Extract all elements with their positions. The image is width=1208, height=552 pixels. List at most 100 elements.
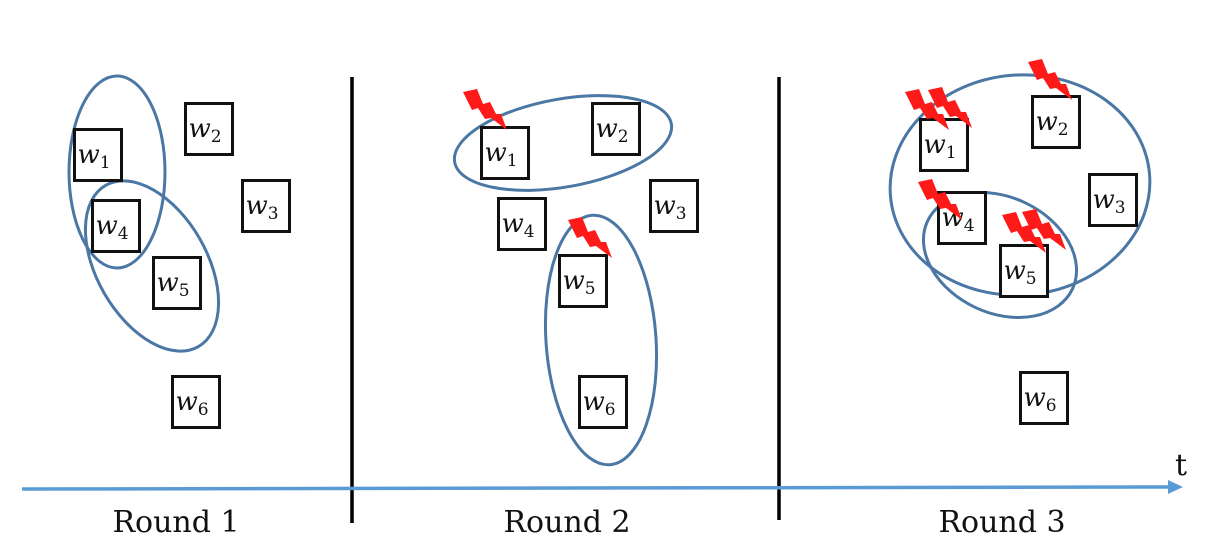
worker-label-base: w	[95, 211, 117, 241]
worker-label: w3	[653, 191, 686, 224]
worker-node-w6: w6	[171, 375, 221, 429]
worker-label-base: w	[1003, 256, 1025, 286]
worker-label: w3	[1092, 185, 1125, 218]
group-ellipse	[921, 191, 1079, 319]
worker-node-w2: w2	[1031, 95, 1081, 149]
worker-node-w5: w5	[558, 254, 608, 308]
worker-box	[91, 199, 141, 253]
worker-label-base: w	[188, 114, 210, 144]
worker-label-subscript: 2	[1058, 120, 1069, 140]
worker-box	[241, 179, 291, 233]
worker-label: w6	[582, 387, 615, 420]
worker-label-base: w	[156, 268, 178, 298]
worker-label-base: w	[245, 191, 267, 221]
worker-label: w5	[156, 268, 189, 301]
worker-label: w1	[77, 140, 110, 173]
worker-box	[1088, 173, 1138, 227]
worker-label-subscript: 5	[1026, 269, 1037, 289]
round-label-2: Round 2	[503, 505, 630, 540]
worker-label-subscript: 4	[964, 216, 975, 236]
attack-bolt-icon	[1028, 59, 1072, 100]
worker-node-w3: w3	[649, 179, 699, 233]
worker-label-subscript: 6	[198, 400, 209, 420]
worker-label-base: w	[595, 114, 617, 144]
worker-label-subscript: 6	[605, 400, 616, 420]
worker-label: w5	[562, 266, 595, 299]
worker-label-subscript: 4	[524, 222, 535, 242]
worker-node-w1: w1	[73, 128, 123, 182]
worker-label: w4	[501, 209, 534, 242]
worker-node-w5: w5	[999, 244, 1049, 298]
worker-node-w6: w6	[578, 375, 628, 429]
worker-label-subscript: 1	[946, 143, 957, 163]
worker-label-subscript: 1	[507, 151, 518, 171]
worker-label: w6	[175, 387, 208, 420]
worker-label: w4	[95, 211, 128, 244]
group-ellipse	[452, 94, 674, 192]
worker-label-subscript: 3	[268, 204, 279, 224]
timeline-axis	[21, 485, 1171, 491]
worker-node-w5: w5	[152, 256, 202, 310]
worker-box	[152, 256, 202, 310]
worker-box	[649, 179, 699, 233]
group-ellipse	[83, 179, 221, 353]
worker-node-w6: w6	[1019, 371, 1069, 425]
worker-label-subscript: 1	[100, 153, 111, 173]
worker-label: w2	[1035, 107, 1068, 140]
worker-label-base: w	[582, 387, 604, 417]
time-axis-label: t	[1175, 448, 1187, 483]
attack-bolt-icon	[928, 87, 972, 128]
worker-label-base: w	[1023, 383, 1045, 413]
worker-label-base: w	[923, 130, 945, 160]
worker-box	[578, 375, 628, 429]
worker-box	[497, 197, 547, 251]
worker-node-w3: w3	[241, 179, 291, 233]
attack-bolt-icon	[1002, 212, 1046, 253]
worker-label: w1	[923, 130, 956, 163]
attack-bolt-icon	[1022, 209, 1066, 250]
worker-box	[1031, 95, 1081, 149]
worker-label-subscript: 3	[1115, 198, 1126, 218]
worker-label-base: w	[1092, 185, 1114, 215]
timeline-arrow-head-icon	[1168, 480, 1183, 494]
worker-node-w2: w2	[591, 102, 641, 156]
worker-label-subscript: 6	[1046, 396, 1057, 416]
worker-box	[184, 102, 234, 156]
group-ellipse	[543, 213, 659, 467]
worker-label: w6	[1023, 383, 1056, 416]
round-label-3: Round 3	[938, 505, 1065, 540]
worker-box	[558, 254, 608, 308]
worker-node-w2: w2	[184, 102, 234, 156]
worker-node-w4: w4	[91, 199, 141, 253]
worker-label-base: w	[562, 266, 584, 296]
worker-label: w1	[484, 138, 517, 171]
worker-label: w2	[188, 114, 221, 147]
worker-label-base: w	[501, 209, 523, 239]
worker-box	[999, 244, 1049, 298]
worker-label-subscript: 4	[118, 224, 129, 244]
worker-label-subscript: 5	[585, 279, 596, 299]
attack-bolt-icon	[568, 217, 612, 258]
worker-node-w4: w4	[497, 197, 547, 251]
worker-label-base: w	[175, 387, 197, 417]
worker-label-base: w	[77, 140, 99, 170]
attack-bolt-icon	[463, 89, 507, 130]
group-ellipse	[67, 74, 167, 270]
worker-label-base: w	[1035, 107, 1057, 137]
worker-label-base: w	[484, 138, 506, 168]
worker-label: w2	[595, 114, 628, 147]
worker-box	[171, 375, 221, 429]
worker-node-w1: w1	[480, 126, 530, 180]
worker-label: w5	[1003, 256, 1036, 289]
worker-box	[73, 128, 123, 182]
attack-bolt-icon	[918, 179, 962, 220]
worker-label-base: w	[653, 191, 675, 221]
worker-box	[1019, 371, 1069, 425]
worker-box	[591, 102, 641, 156]
worker-label-subscript: 2	[211, 127, 222, 147]
